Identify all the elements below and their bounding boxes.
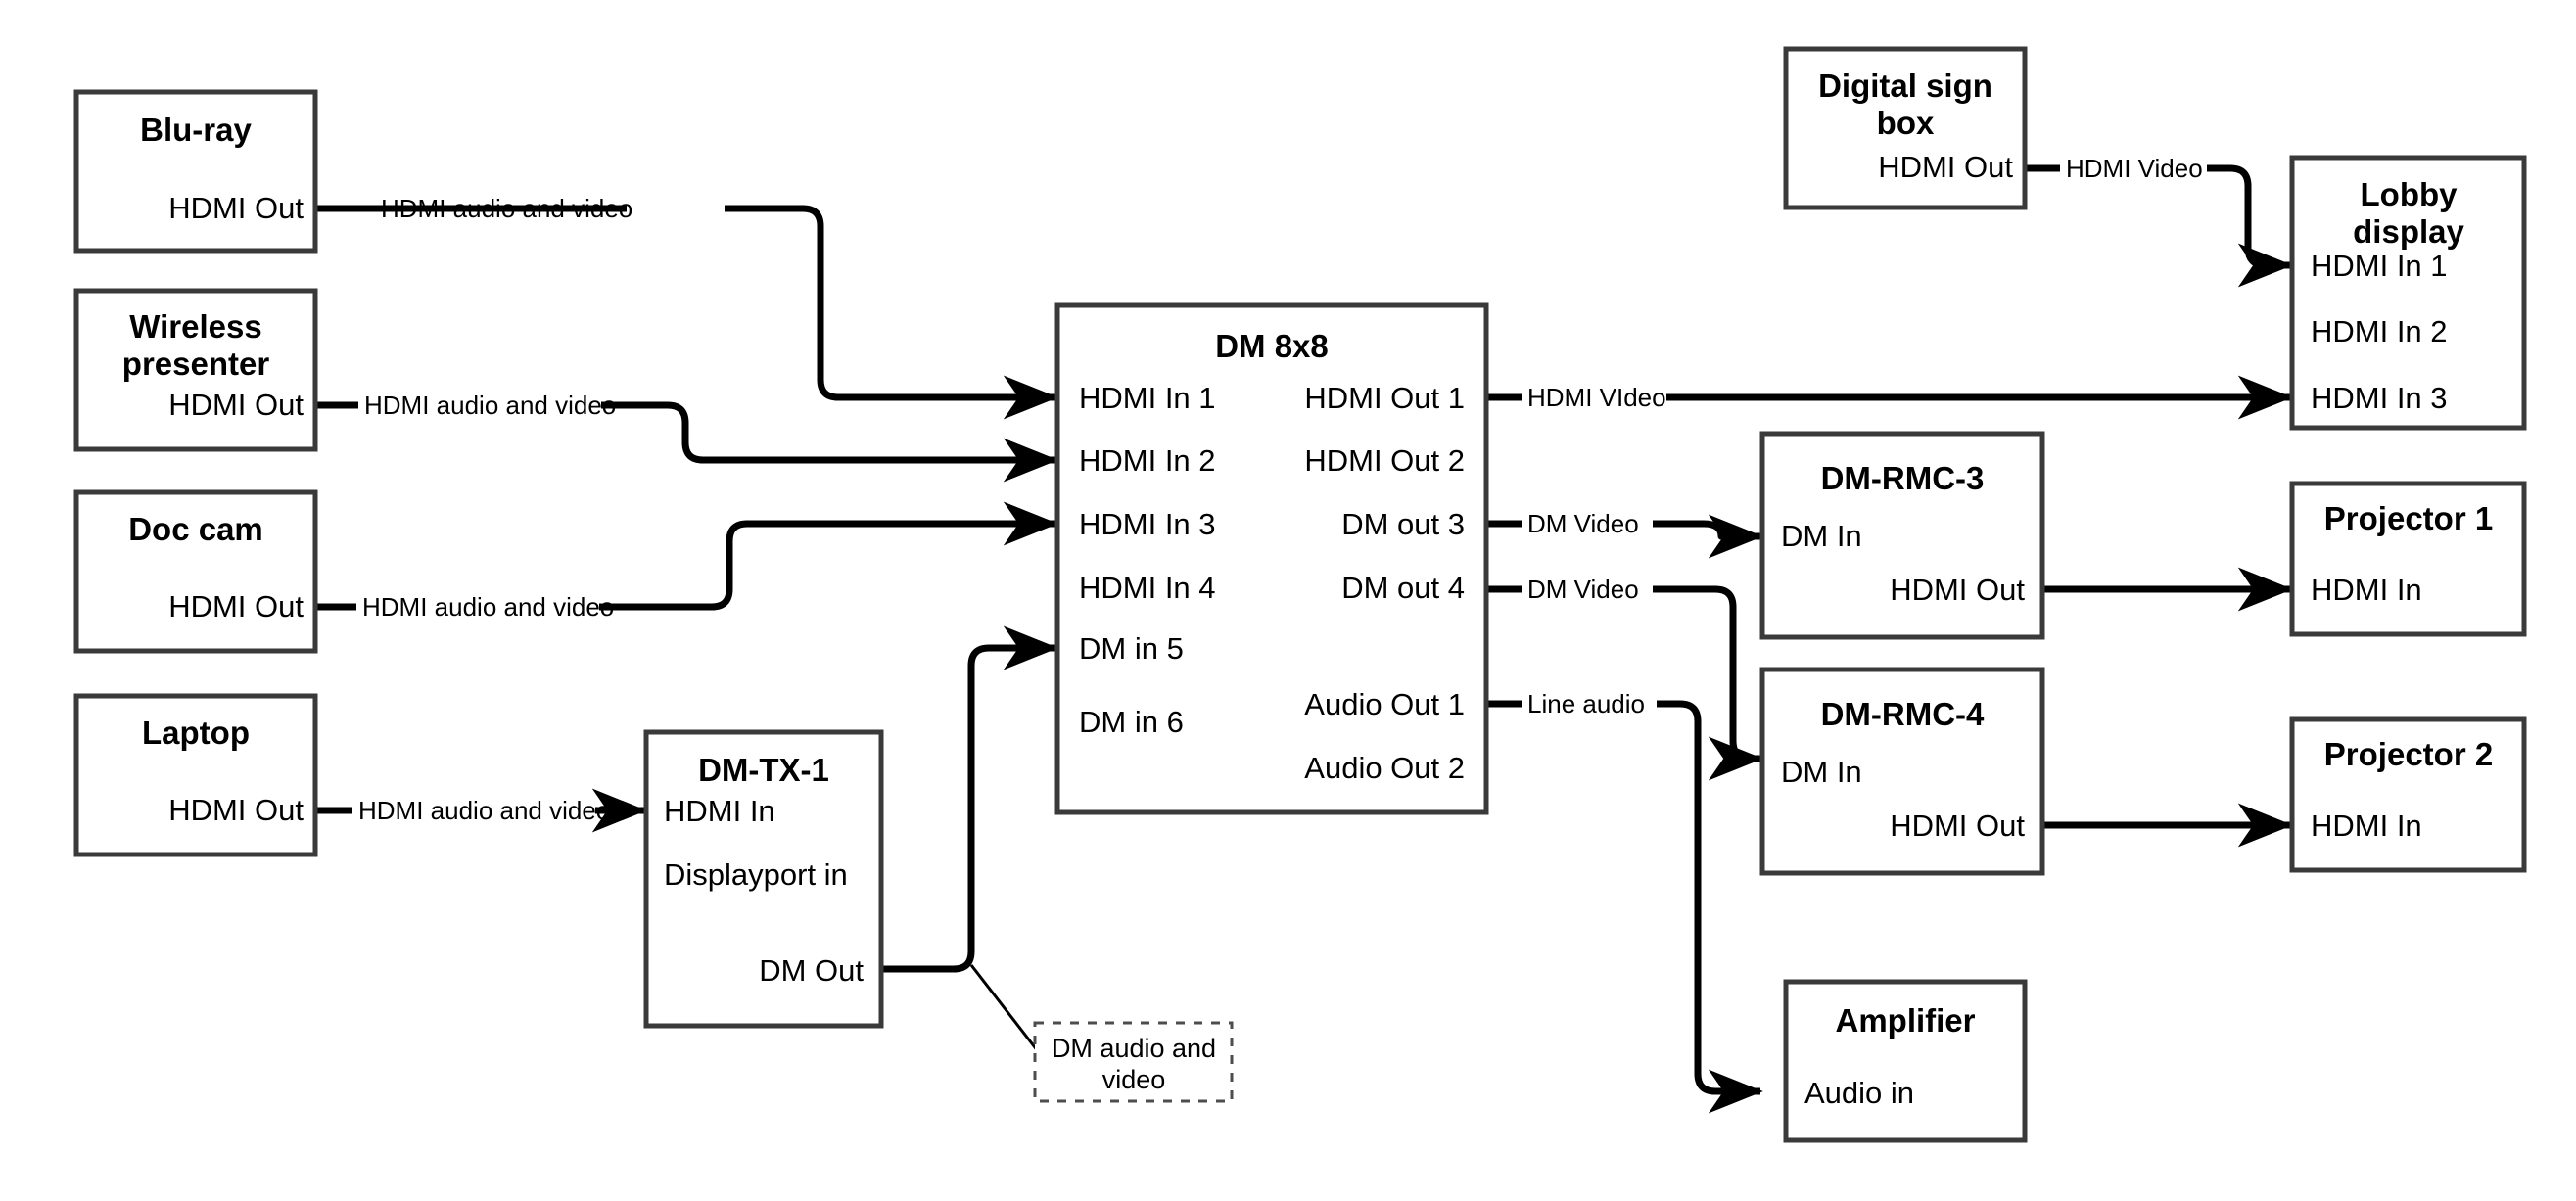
wire-dmout4-to-rmc4: DM Video (1486, 575, 1763, 781)
port-lobby-display-hdmi-in-2: HDMI In 2 (2311, 314, 2448, 348)
device-amplifier[interactable]: Amplifier Audio in (1783, 979, 2028, 1143)
device-digital-sign-box-title-2: box (1877, 105, 1935, 141)
port-lobby-display-hdmi-in-3: HDMI In 3 (2311, 381, 2448, 415)
edge-label-dm-out4: DM Video (1527, 575, 1639, 604)
device-dm-8x8-title: DM 8x8 (1215, 328, 1329, 364)
edge-label-wireless: HDMI audio and video (364, 391, 616, 420)
port-dm-8x8-audio-out-2: Audio Out 2 (1304, 751, 1465, 785)
edge-label-laptop: HDMI audio and video (358, 796, 610, 825)
annotation-leader-line (969, 964, 1040, 1052)
device-bluray[interactable]: Blu-ray HDMI Out (73, 89, 318, 254)
device-dm-rmc-4-title: DM-RMC-4 (1821, 696, 1985, 732)
port-dm-8x8-hdmi-in-2: HDMI In 2 (1079, 443, 1216, 478)
device-wireless-presenter-frame (73, 288, 318, 452)
port-digital-sign-box-hdmi-out: HDMI Out (1878, 150, 2013, 184)
device-laptop-frame (73, 693, 318, 857)
edge-label-sign: HDMI Video (2066, 154, 2203, 183)
device-projector-2-title: Projector 2 (2324, 736, 2493, 772)
device-laptop[interactable]: Laptop HDMI Out (73, 693, 318, 857)
port-dm-8x8-dm-out-3: DM out 3 (1341, 507, 1465, 541)
edge-label-bluray: HDMI audio and video (381, 194, 632, 223)
device-dm-tx-1[interactable]: DM-TX-1 HDMI In Displayport in DM Out (643, 729, 884, 1029)
device-dm-tx-1-title: DM-TX-1 (698, 752, 829, 788)
device-lobby-display[interactable]: Lobby display HDMI In 1 HDMI In 2 HDMI I… (2289, 155, 2527, 431)
device-dm-8x8-frame (1054, 302, 1489, 815)
wire-hdmiout1-to-lobby: HDMI VIdeo (1486, 375, 2293, 420)
wire-laptop-to-dmtx1: HDMI audio and video (315, 788, 647, 833)
port-bluray-hdmi-out: HDMI Out (168, 191, 304, 225)
device-laptop-title: Laptop (142, 715, 250, 751)
device-projector-2-frame (2289, 716, 2527, 873)
device-dm-rmc-4[interactable]: DM-RMC-4 DM In HDMI Out (1759, 667, 2045, 876)
port-wireless-presenter-hdmi-out: HDMI Out (168, 388, 304, 422)
port-projector-2-hdmi-in: HDMI In (2311, 808, 2422, 843)
device-dm-8x8[interactable]: DM 8x8 HDMI In 1 HDMI In 2 HDMI In 3 HDM… (1054, 302, 1489, 815)
device-dm-rmc-4-frame (1759, 667, 2045, 876)
device-amplifier-frame (1783, 979, 2028, 1143)
port-dm-rmc-4-dm-in: DM In (1781, 755, 1862, 789)
port-dm-8x8-dm-out-4: DM out 4 (1341, 571, 1465, 605)
device-digital-sign-box-frame (1783, 46, 2028, 210)
wire-dmout3-to-rmc3: DM Video (1486, 509, 1763, 559)
port-amplifier-audio-in: Audio in (1804, 1076, 1914, 1110)
device-lobby-display-frame (2289, 155, 2527, 431)
device-wireless-presenter-title-1: Wireless (129, 308, 261, 345)
edge-label-dm-out3: DM Video (1527, 509, 1639, 538)
port-dm-tx-1-hdmi-in: HDMI In (664, 794, 775, 828)
device-doc-cam-title: Doc cam (128, 511, 263, 547)
device-amplifier-title: Amplifier (1835, 1002, 1975, 1039)
port-laptop-hdmi-out: HDMI Out (168, 793, 304, 827)
wire-bluray-to-dm8x8: HDMI audio and video (315, 194, 1058, 420)
port-dm-tx-1-dm-out: DM Out (759, 953, 864, 988)
device-dm-tx-1-frame (643, 729, 884, 1029)
port-dm-rmc-4-hdmi-out: HDMI Out (1890, 808, 2025, 843)
wire-doccam-to-dm8x8: HDMI audio and video (315, 501, 1058, 622)
device-wireless-presenter[interactable]: Wireless presenter HDMI Out (73, 288, 318, 452)
device-projector-1-title: Projector 1 (2324, 500, 2493, 536)
edge-label-doccam: HDMI audio and video (362, 592, 614, 622)
port-projector-1-hdmi-in: HDMI In (2311, 573, 2422, 607)
device-digital-sign-box-title-1: Digital sign (1818, 68, 1992, 104)
annotation-dm-audio-and-video-frame (1033, 1021, 1234, 1103)
annotation-dm-audio-and-video: DM audio and video (1033, 1021, 1234, 1103)
wire-audioout1-to-amplifier: Line audio (1486, 689, 1763, 1114)
port-doc-cam-hdmi-out: HDMI Out (168, 589, 304, 624)
device-lobby-display-title-2: display (2353, 213, 2464, 250)
device-dm-rmc-3-frame (1759, 431, 2045, 640)
port-dm-8x8-audio-out-1: Audio Out 1 (1304, 687, 1465, 721)
wire-sign-to-lobby: HDMI Video (2025, 154, 2293, 288)
annotation-dm-audio-and-video-line-1: DM audio and (1052, 1034, 1216, 1063)
device-doc-cam[interactable]: Doc cam HDMI Out (73, 489, 318, 654)
wire-wireless-to-dm8x8: HDMI audio and video (315, 391, 1058, 483)
device-dm-rmc-3[interactable]: DM-RMC-3 DM In HDMI Out (1759, 431, 2045, 640)
device-dm-rmc-3-title: DM-RMC-3 (1821, 460, 1985, 496)
device-wireless-presenter-title-2: presenter (122, 346, 270, 382)
device-digital-sign-box[interactable]: Digital sign box HDMI Out (1783, 46, 2028, 210)
port-lobby-display-hdmi-in-1: HDMI In 1 (2311, 249, 2448, 283)
device-lobby-display-title-1: Lobby (2361, 176, 2459, 212)
device-bluray-title: Blu-ray (140, 112, 252, 148)
device-projector-1[interactable]: Projector 1 HDMI In (2289, 481, 2527, 637)
port-dm-8x8-hdmi-in-4: HDMI In 4 (1079, 571, 1216, 605)
port-dm-8x8-hdmi-in-3: HDMI In 3 (1079, 507, 1216, 541)
port-dm-tx-1-displayport-in: Displayport in (664, 857, 848, 892)
port-dm-8x8-hdmi-out-2: HDMI Out 2 (1304, 443, 1465, 478)
edge-label-hdmi-out1: HDMI VIdeo (1527, 383, 1666, 412)
edge-label-audio-out1: Line audio (1527, 689, 1645, 718)
device-projector-2[interactable]: Projector 2 HDMI In (2289, 716, 2527, 873)
port-dm-8x8-dm-in-6: DM in 6 (1079, 705, 1184, 739)
port-dm-8x8-hdmi-in-1: HDMI In 1 (1079, 381, 1216, 415)
port-dm-rmc-3-hdmi-out: HDMI Out (1890, 573, 2025, 607)
device-projector-1-frame (2289, 481, 2527, 637)
port-dm-8x8-dm-in-5: DM in 5 (1079, 631, 1184, 666)
device-doc-cam-frame (73, 489, 318, 654)
port-dm-rmc-3-dm-in: DM In (1781, 519, 1862, 553)
port-dm-8x8-hdmi-out-1: HDMI Out 1 (1304, 381, 1465, 415)
wire-dmtx1-to-dm8x8 (881, 625, 1058, 973)
annotation-dm-audio-and-video-line-2: video (1102, 1065, 1166, 1094)
device-bluray-frame (73, 89, 318, 254)
